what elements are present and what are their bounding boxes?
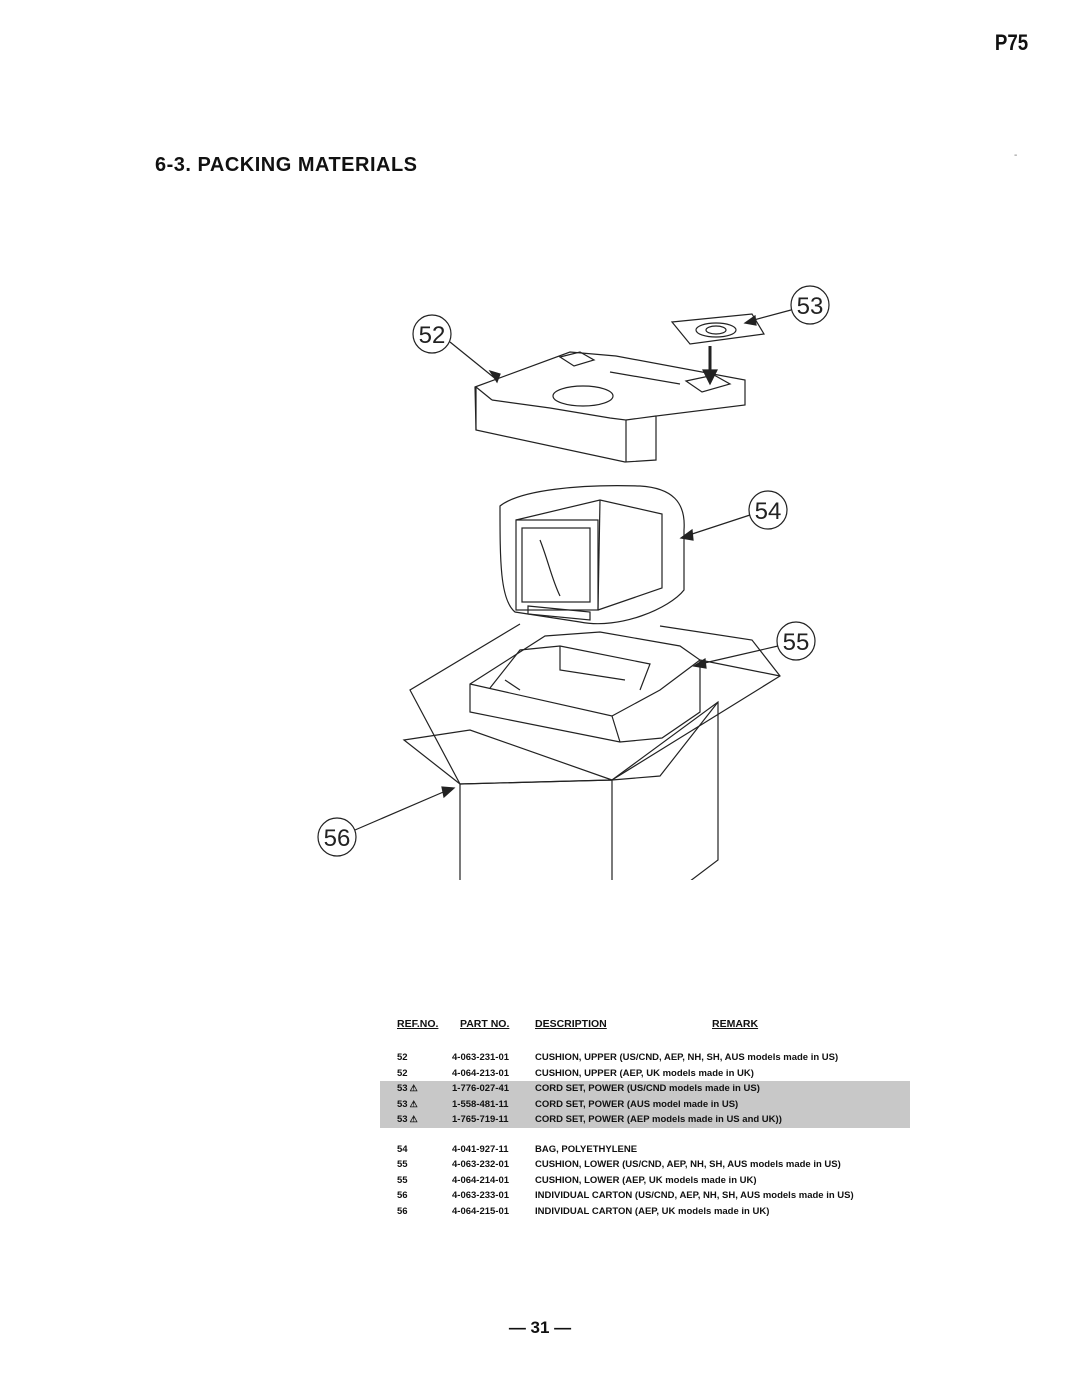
- safety-warning-icon: ⚠: [409, 1098, 418, 1109]
- part-cell: 4-063-233-01: [452, 1190, 510, 1201]
- safety-warning-icon: ⚠: [409, 1114, 418, 1124]
- ref-cell: 54: [397, 1143, 408, 1155]
- desc-cell: CUSHION, UPPER (AEP, UK models made in U…: [535, 1067, 754, 1079]
- svg-text:53: 53: [797, 293, 824, 320]
- part-cell: 4-041-927-11: [452, 1143, 509, 1155]
- table-row-safety: 53⚠ 1-558-481-11 CORD SET, POWER (AUS mo…: [380, 1096, 910, 1112]
- desc-cell: INDIVIDUAL CARTON (US/CND, AEP, NH, SH, …: [535, 1190, 854, 1201]
- desc-cell: CORD SET, POWER (AUS model made in US): [535, 1098, 739, 1110]
- upper-cushion: [474, 351, 746, 463]
- part-cell: 1-558-481-11: [452, 1098, 509, 1110]
- ref-cell: 55: [397, 1159, 408, 1170]
- monitor-in-bag: [499, 485, 685, 625]
- power-cord-bag: [670, 313, 765, 345]
- table-row: 55 4-063-232-01 CUSHION, LOWER (US/CND, …: [380, 1157, 910, 1173]
- table-row: 55 4-064-214-01 CUSHION, LOWER (AEP, UK …: [380, 1173, 910, 1189]
- header-part-no: PART NO.: [460, 1018, 510, 1030]
- leader-56: [354, 789, 449, 831]
- carton-box: [402, 623, 781, 880]
- part-cell: 4-064-215-01: [452, 1205, 510, 1217]
- parts-table: REF.NO. PART NO. DESCRIPTION REMARK 52 4…: [380, 1018, 910, 1219]
- desc-cell: CORD SET, POWER (US/CND models made in U…: [535, 1083, 760, 1094]
- svg-text:56: 56: [324, 825, 351, 852]
- packing-exploded-diagram: 52 53 54 55 56: [317, 285, 830, 880]
- header-remark: REMARK: [712, 1018, 759, 1030]
- model-number: P75: [994, 30, 1028, 55]
- leader-54: [685, 514, 751, 537]
- callout-56: 56: [317, 817, 357, 857]
- header-description: DESCRIPTION: [535, 1018, 607, 1030]
- table-row: 52 4-064-213-01 CUSHION, UPPER (AEP, UK …: [380, 1066, 910, 1082]
- table-row: 52 4-063-231-01 CUSHION, UPPER (US/CND, …: [380, 1050, 910, 1066]
- ref-cell: 56: [397, 1205, 408, 1217]
- table-row: 54 4-041-927-11 BAG, POLYETHYLENE: [380, 1142, 910, 1158]
- leader-55: [699, 645, 779, 665]
- callout-52: 52: [412, 314, 452, 354]
- desc-cell: CORD SET, POWER (AEP models made in US a…: [535, 1114, 782, 1125]
- parts-table-header: REF.NO. PART NO. DESCRIPTION REMARK: [380, 1018, 910, 1032]
- part-cell: 4-064-213-01: [452, 1067, 510, 1079]
- desc-cell: BAG, POLYETHYLENE: [535, 1143, 638, 1155]
- desc-cell: CUSHION, LOWER (AEP, UK models made in U…: [535, 1174, 757, 1186]
- table-row: 56 4-063-233-01 INDIVIDUAL CARTON (US/CN…: [380, 1188, 910, 1204]
- callout-54: 54: [748, 490, 788, 530]
- desc-cell: CUSHION, LOWER (US/CND, AEP, NH, SH, AUS…: [535, 1159, 841, 1170]
- callout-53: 53: [790, 285, 830, 325]
- part-cell: 1-776-027-41: [452, 1083, 510, 1094]
- leader-53: [749, 309, 792, 322]
- lower-cushion: [469, 631, 701, 743]
- ref-cell: 53⚠: [397, 1114, 418, 1125]
- callout-55: 55: [776, 621, 816, 661]
- part-cell: 4-064-214-01: [452, 1174, 510, 1186]
- part-cell: 4-063-231-01: [452, 1052, 510, 1063]
- table-row: 56 4-064-215-01 INDIVIDUAL CARTON (AEP, …: [380, 1204, 910, 1220]
- ref-cell: 56: [397, 1190, 408, 1201]
- desc-cell: INDIVIDUAL CARTON (AEP, UK models made i…: [535, 1205, 770, 1217]
- table-row-safety: 53⚠ 1-765-719-11 CORD SET, POWER (AEP mo…: [380, 1112, 910, 1128]
- table-row-safety: 53⚠ 1-776-027-41 CORD SET, POWER (US/CND…: [380, 1081, 910, 1097]
- svg-text:54: 54: [755, 498, 782, 525]
- svg-text:52: 52: [419, 322, 446, 349]
- safety-warning-icon: ⚠: [409, 1083, 418, 1093]
- ref-cell: 53⚠: [397, 1098, 418, 1110]
- section-title: 6-3. PACKING MATERIALS: [155, 154, 418, 176]
- ref-cell: 52: [397, 1052, 408, 1063]
- margin-mark: -: [1014, 150, 1018, 161]
- part-cell: 4-063-232-01: [452, 1159, 510, 1170]
- header-ref-no: REF.NO.: [397, 1018, 439, 1030]
- part-cell: 1-765-719-11: [452, 1114, 509, 1125]
- svg-text:55: 55: [783, 629, 810, 656]
- leader-52: [449, 341, 498, 381]
- ref-cell: 52: [397, 1067, 408, 1079]
- ref-cell: 55: [397, 1174, 408, 1186]
- desc-cell: CUSHION, UPPER (US/CND, AEP, NH, SH, AUS…: [535, 1052, 839, 1063]
- page-number: — 31 —: [508, 1318, 572, 1337]
- ref-cell: 53⚠: [397, 1083, 418, 1094]
